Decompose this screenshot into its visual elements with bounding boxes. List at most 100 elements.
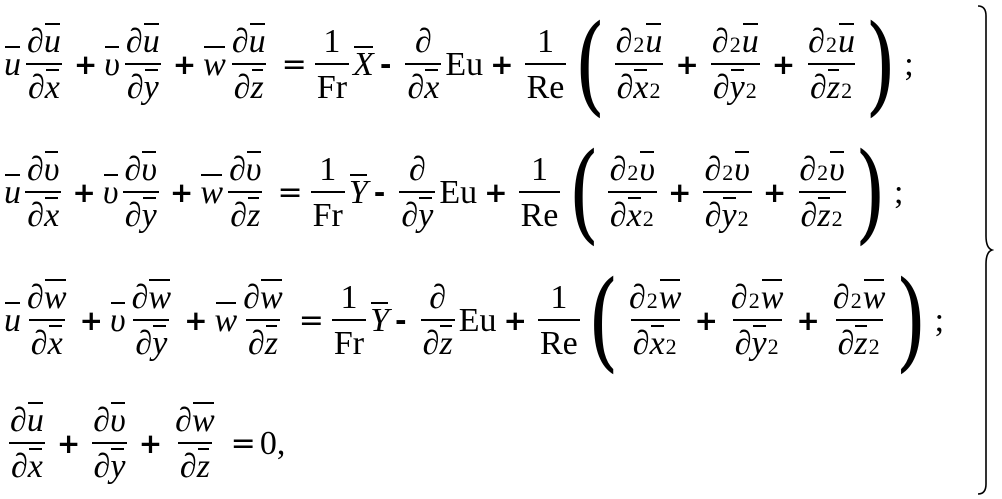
partial-symbol: ∂ — [27, 279, 44, 316]
numeral-one: 1 — [323, 23, 341, 60]
operator-plus: + — [56, 427, 81, 460]
var-u: u — [142, 23, 160, 60]
coef-u: u — [4, 46, 21, 83]
partial-symbol: ∂ — [27, 69, 45, 106]
fraction-denominator: ∂z — [177, 442, 212, 485]
partial-symbol: ∂ — [124, 197, 142, 234]
var-x: x — [47, 325, 63, 362]
var-v: υ — [141, 151, 157, 188]
fraction-denominator: ∂x — [25, 63, 62, 106]
operator-plus: + — [79, 304, 103, 337]
fraction-numerator: ∂u — [25, 23, 63, 63]
var-y: y — [729, 69, 745, 106]
operator-minus: - — [373, 176, 386, 209]
fraction-numerator: ∂ — [407, 153, 428, 191]
var-y: y — [152, 325, 168, 362]
partial-symbol: ∂ — [10, 448, 28, 485]
var-z: z — [196, 448, 210, 485]
fraction-denominator: ∂y — [91, 442, 128, 485]
var-z: z — [250, 69, 264, 106]
partial-derivative: ∂υ∂x — [25, 151, 62, 233]
coef-w: w — [214, 302, 238, 339]
coef-v: υ — [109, 302, 126, 339]
fraction-numerator: ∂ — [427, 281, 448, 319]
operator-plus: + — [668, 176, 692, 209]
right-paren: ) — [864, 1, 897, 128]
partial-symbol: ∂ — [175, 402, 192, 439]
partial-derivative: ∂u∂x — [25, 23, 63, 106]
var-y: y — [143, 69, 159, 106]
fraction-numerator: 1 — [317, 153, 338, 191]
left-paren: ( — [568, 129, 600, 256]
var-x: x — [626, 197, 642, 234]
fraction-denominator: Re — [524, 63, 567, 105]
var-y: y — [751, 325, 767, 362]
var-v: υ — [245, 151, 262, 188]
coef-u: u — [4, 302, 21, 339]
operator-plus: + — [72, 176, 96, 209]
partial-derivative: ∂u∂z — [230, 23, 268, 106]
var-x: x — [44, 69, 60, 106]
partial-symbol: ∂ — [243, 279, 261, 316]
partial-derivative: ∂u∂x — [8, 402, 46, 485]
operator-plus: + — [675, 48, 699, 81]
operator-plus: + — [694, 304, 718, 337]
partial-symbol: ∂ — [230, 197, 248, 234]
euler-number: Eu — [445, 46, 484, 83]
operator-plus: + — [490, 48, 514, 81]
partial-symbol: ∂ — [125, 23, 143, 60]
fraction-denominator: ∂y — [399, 191, 436, 233]
var-z: z — [439, 325, 453, 362]
numeral-one: 1 — [537, 23, 554, 60]
partial-symbol: ∂ — [837, 325, 855, 362]
partial-symbol: ∂ — [27, 151, 44, 188]
var-w: w — [760, 279, 784, 316]
operator-equals: = — [230, 426, 256, 461]
var-w: w — [148, 279, 172, 316]
fraction-numerator: ∂ — [413, 25, 434, 63]
partial-symbol: ∂ — [93, 448, 111, 485]
left-paren: ( — [587, 257, 619, 384]
numeral-one: 1 — [530, 151, 548, 188]
fraction-numerator: 1 — [529, 153, 550, 191]
partial-derivative: ∂w∂y — [130, 279, 174, 362]
fraction-numerator: 1 — [535, 25, 556, 63]
partial-symbol: ∂ — [632, 325, 650, 362]
partial-symbol: ∂ — [93, 402, 111, 439]
var-w: w — [43, 279, 67, 316]
partial-symbol: ∂ — [229, 151, 246, 188]
partial-symbol: ∂ — [832, 279, 850, 316]
partial-symbol: ∂ — [179, 448, 197, 485]
euler-number: Eu — [458, 302, 497, 339]
var-v: υ — [829, 151, 845, 188]
partial-symbol: ∂ — [124, 151, 142, 188]
fraction-numerator: ∂w — [25, 279, 69, 319]
var-w: w — [260, 279, 283, 316]
body-force: Y — [348, 174, 368, 211]
partial-symbol: ∂ — [415, 23, 432, 60]
pressure-derivative: ∂∂x — [405, 25, 442, 105]
var-v: υ — [110, 402, 126, 439]
partial-derivative: ∂w∂z — [173, 402, 217, 485]
fraction-numerator: ∂υ — [25, 151, 61, 191]
operator-plus: + — [172, 48, 197, 81]
coef-u: u — [4, 174, 21, 211]
partial-symbol: ∂ — [131, 279, 149, 316]
partial-symbol: ∂ — [730, 279, 748, 316]
